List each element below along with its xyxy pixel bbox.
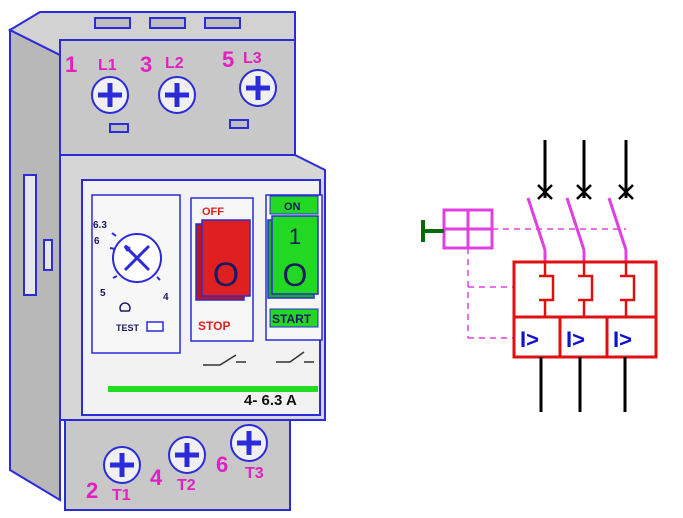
supply-lines — [543, 140, 628, 198]
isolator-cross-icons — [537, 184, 634, 200]
terminal-number-2: 2 — [86, 478, 98, 503]
dial-scale-top: 6.3 — [93, 220, 107, 231]
terminal-name-l3: L3 — [243, 50, 262, 67]
start-label-bg — [269, 308, 319, 328]
top-terminals: 1 L1 3 L2 5 L3 — [65, 47, 277, 114]
terminal-name-l1: L1 — [98, 57, 117, 74]
operator-grid — [444, 210, 492, 248]
dial-scale-low: 5 — [100, 288, 106, 299]
load-lines — [539, 357, 627, 412]
start-label: START — [272, 312, 312, 326]
bottom-terminals: 2 T1 4 T2 6 T3 — [86, 424, 268, 504]
dial-ticks — [109, 232, 161, 281]
mechanical-linkage — [467, 228, 626, 339]
clip — [229, 119, 249, 129]
dial-arrow-icon — [123, 244, 151, 272]
trip-label-1: I> — [520, 327, 539, 352]
trip-label-2: I> — [566, 327, 585, 352]
current-rating: 4- 6.3 A — [244, 392, 297, 409]
terminal-number-5: 5 — [222, 47, 234, 72]
switch-links — [543, 250, 628, 262]
start-button-symbol-lower: O — [283, 257, 308, 293]
terminal-number-3: 3 — [140, 52, 152, 77]
test-symbol-icon — [119, 302, 131, 312]
on-caption-bg — [269, 195, 319, 215]
current-setting-dial: 6.3 6 5 4 TEST — [91, 194, 181, 354]
terminal-screw-l3[interactable] — [239, 69, 277, 107]
terminal-screw-l1[interactable] — [91, 76, 129, 114]
terminal-number-4: 4 — [150, 465, 163, 490]
test-button[interactable] — [146, 321, 164, 332]
terminal-screw-t2[interactable] — [168, 436, 206, 474]
stop-button-symbol: O — [213, 256, 239, 294]
stop-label: STOP — [198, 319, 230, 333]
rating-bar — [108, 386, 318, 392]
manual-operator-icon — [421, 220, 444, 242]
off-caption: OFF — [202, 206, 224, 218]
terminal-screw-t3[interactable] — [230, 424, 268, 462]
nc-contact-symbol — [203, 354, 246, 366]
start-button-symbol: 1 — [289, 224, 301, 249]
breaker-schematic-symbol: I> I> I> — [421, 140, 658, 412]
side-slot — [43, 239, 53, 271]
switch-blades — [526, 197, 628, 251]
terminal-screw-slots — [94, 17, 241, 29]
magnetic-trip-box — [512, 315, 658, 359]
terminal-name-t2: T2 — [177, 477, 196, 494]
terminal-number-1: 1 — [65, 52, 77, 77]
dial-scale-bottom: 4 — [163, 292, 169, 303]
terminal-name-l2: L2 — [165, 55, 184, 72]
clip — [109, 123, 129, 133]
terminal-number-6: 6 — [216, 452, 228, 477]
terminal-name-t3: T3 — [245, 465, 264, 482]
no-contact-symbol — [276, 351, 314, 363]
thermal-elements — [539, 262, 636, 317]
start-button-assembly: ON 1 O START — [265, 194, 323, 363]
trip-label-3: I> — [613, 327, 632, 352]
stop-button[interactable] — [201, 219, 251, 297]
test-label: TEST — [116, 323, 140, 333]
terminal-name-t1: T1 — [112, 487, 131, 504]
dial-scale-second: 6 — [94, 236, 100, 247]
terminal-screw-l2[interactable] — [158, 76, 196, 114]
on-caption: ON — [284, 201, 301, 213]
side-slot — [23, 174, 37, 296]
magnetic-trip-dividers — [558, 317, 609, 357]
stop-button-assembly: OFF O STOP — [190, 197, 254, 366]
start-button[interactable] — [271, 215, 319, 295]
terminal-screw-t1[interactable] — [103, 446, 141, 484]
